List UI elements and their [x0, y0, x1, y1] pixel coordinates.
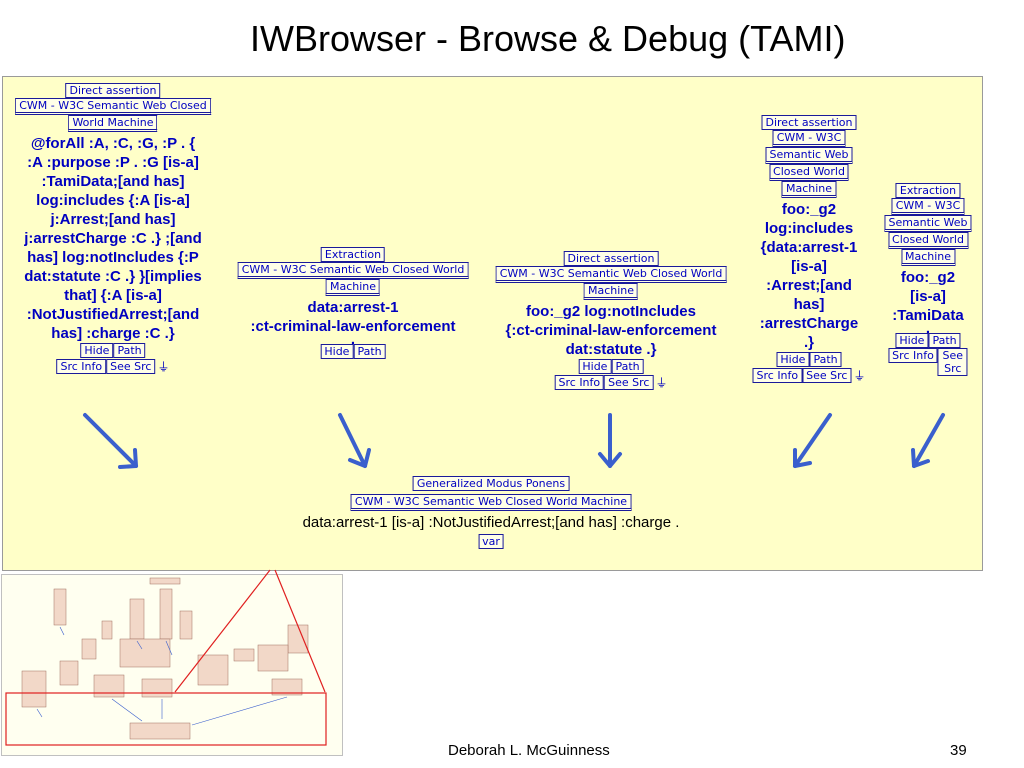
engine-label-line1[interactable]: CWM - W3C [891, 198, 965, 215]
arrow-down-right-icon [338, 413, 371, 468]
path-button[interactable]: Path [113, 343, 146, 358]
formula-text: @forAll :A, :C, :G, :P . {:A :purpose :P… [24, 135, 202, 342]
inference-type-label[interactable]: Direct assertion [563, 251, 659, 266]
formula-text: data:arrest-1:ct-criminal-law-enforcemen… [250, 299, 456, 348]
see-src-button[interactable]: See Src [937, 348, 968, 376]
hide-button[interactable]: Hide [80, 343, 114, 358]
engine-label-line3[interactable]: Closed World [769, 164, 849, 181]
engine-label-line4[interactable]: Machine [900, 249, 956, 266]
proof-node-rule: Direct assertion CWM - W3C Semantic Web … [15, 83, 211, 375]
inference-type-label[interactable]: Direct assertion [65, 83, 161, 98]
hide-button[interactable]: Hide [578, 359, 612, 374]
slide-title: IWBrowser - Browse & Debug (TAMI) [250, 18, 846, 59]
proof-node-conclusion: Generalized Modus Ponens CWM - W3C Seman… [302, 476, 680, 549]
inference-type-label[interactable]: Extraction [320, 247, 386, 262]
inference-type-label[interactable]: Extraction [895, 183, 961, 198]
path-button[interactable]: Path [611, 359, 644, 374]
src-info-button[interactable]: Src Info [752, 368, 803, 383]
arrow-down-left-icon [793, 413, 832, 468]
engine-label-line1[interactable]: CWM - W3C Semantic Web Closed World [237, 262, 469, 279]
inference-type-label[interactable]: Direct assertion [761, 115, 857, 130]
conclusion-formula: data:arrest-1 [is-a] :NotJustifiedArrest… [302, 514, 680, 531]
engine-label-line2[interactable]: Machine [583, 283, 639, 300]
proof-overview-thumbnail[interactable] [1, 574, 343, 756]
page-number: 39 [950, 742, 967, 759]
proof-browser-panel[interactable]: Direct assertion CWM - W3C Semantic Web … [2, 76, 983, 571]
formula-text: foo:_g2[is-a]:TamiData. [892, 269, 964, 337]
proof-node-extraction: Extraction CWM - W3C Semantic Web Closed… [237, 247, 469, 359]
ground-icon: ⏚ [655, 376, 668, 390]
src-info-button[interactable]: Src Info [56, 359, 107, 374]
engine-label-line2[interactable]: Machine [325, 279, 381, 296]
proof-node-assertion: Direct assertion CWM - W3C Semantic Web … [752, 115, 866, 384]
engine-label-line1[interactable]: CWM - W3C Semantic Web Closed [15, 98, 211, 115]
path-button[interactable]: Path [809, 352, 842, 367]
hide-button[interactable]: Hide [320, 344, 354, 359]
var-button[interactable]: var [478, 534, 504, 549]
src-info-button[interactable]: Src Info [554, 375, 605, 390]
src-info-button[interactable]: Src Info [888, 348, 938, 363]
engine-label-line1[interactable]: CWM - W3C Semantic Web Closed World [495, 266, 727, 283]
hide-button[interactable]: Hide [895, 333, 929, 348]
arrow-down-icon [598, 413, 622, 468]
see-src-button[interactable]: See Src [106, 359, 156, 374]
inference-type-label[interactable]: Generalized Modus Ponens [412, 476, 570, 491]
see-src-button[interactable]: See Src [604, 375, 654, 390]
thumbnail-graph [5, 577, 327, 746]
ground-icon: ⏚ [853, 369, 866, 383]
path-button[interactable]: Path [353, 344, 386, 359]
proof-node-assertion: Direct assertion CWM - W3C Semantic Web … [495, 251, 727, 391]
see-src-button[interactable]: See Src [802, 368, 852, 383]
path-button[interactable]: Path [928, 333, 961, 348]
engine-label-line4[interactable]: Machine [781, 181, 837, 198]
formula-text: foo:_g2 log:notIncludes{:ct-criminal-law… [505, 303, 717, 358]
arrow-down-left-icon [911, 413, 945, 468]
engine-label-line1[interactable]: CWM - W3C [772, 130, 846, 147]
engine-label-line2[interactable]: World Machine [68, 115, 158, 132]
ground-icon: ⏚ [157, 360, 170, 374]
engine-label[interactable]: CWM - W3C Semantic Web Closed World Mach… [350, 494, 632, 511]
engine-label-line3[interactable]: Closed World [888, 232, 968, 249]
author-footer: Deborah L. McGuinness [448, 742, 610, 759]
engine-label-line2[interactable]: Semantic Web [884, 215, 972, 232]
hide-button[interactable]: Hide [776, 352, 810, 367]
proof-node-extraction: Extraction CWM - W3C Semantic Web Closed… [884, 183, 972, 376]
arrow-down-right-icon [83, 413, 138, 469]
engine-label-line2[interactable]: Semantic Web [765, 147, 853, 164]
